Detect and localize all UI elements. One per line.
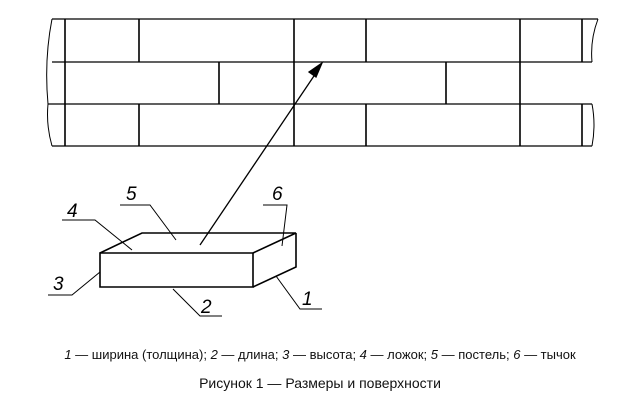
label-2: 2 [200, 297, 212, 318]
label-5: 5 [126, 184, 137, 205]
legend-num: 2 [210, 347, 218, 362]
legend-num: 5 [430, 347, 439, 362]
label-1: 1 [302, 289, 313, 310]
figure-title: Рисунок 1 — Размеры и поверхности [199, 375, 441, 391]
legend-num: 1 [64, 347, 72, 362]
brick [99, 232, 297, 288]
arrow [199, 61, 324, 246]
label-6: 6 [272, 184, 283, 205]
legend-text: — длина; [217, 347, 283, 362]
legend-text: — ложок; [366, 347, 431, 362]
label-3: 3 [53, 274, 64, 295]
legend-text: — тычок [520, 347, 576, 362]
legend-text: — ширина (толщина); [71, 347, 211, 362]
label-4: 4 [67, 201, 78, 222]
leader-lines [48, 204, 322, 317]
legend-num: 3 [282, 347, 290, 362]
legend-text: — высота; [289, 347, 360, 362]
legend-num: 4 [359, 347, 367, 362]
legend-caption: 1 — ширина (толщина); 2 — длина; 3 — выс… [0, 347, 640, 362]
brick-wall [46, 18, 599, 147]
legend-text: — постель; [438, 347, 514, 362]
legend-num: 6 [513, 347, 521, 362]
